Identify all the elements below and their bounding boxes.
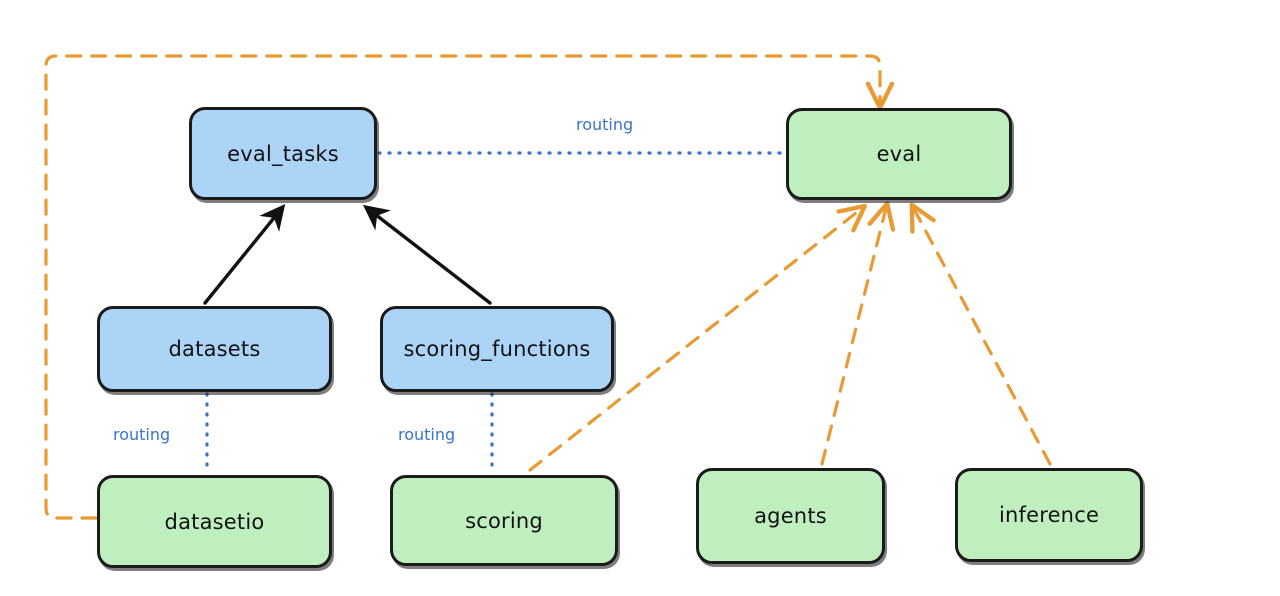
node-eval-label: eval: [876, 142, 922, 166]
node-inference-label: inference: [998, 503, 1100, 527]
node-datasetio-label: datasetio: [164, 509, 265, 534]
edge-label-routing-eval-tasks: routing: [576, 115, 634, 134]
edge-eval-to-datasetio: [44, 54, 895, 520]
edge-scoring-to-eval: [528, 203, 867, 472]
node-scoring-functions[interactable]: scoring_functions: [380, 306, 614, 392]
node-eval-tasks-label: eval_tasks: [227, 141, 339, 166]
node-scoring-label: scoring: [465, 508, 543, 533]
edge-datasets-to-eval-tasks: [203, 204, 286, 305]
node-eval-tasks[interactable]: eval_tasks: [189, 107, 377, 200]
node-inference[interactable]: inference: [955, 468, 1143, 562]
edge-scoring-functions-to-eval-tasks: [362, 204, 492, 305]
edge-agents-to-eval: [820, 201, 896, 466]
node-scoring-functions-label: scoring_functions: [403, 337, 591, 361]
node-eval[interactable]: eval: [786, 108, 1012, 200]
node-datasets[interactable]: datasets: [97, 306, 332, 392]
edge-label-routing-datasets: routing: [113, 425, 171, 444]
node-scoring[interactable]: scoring: [390, 475, 618, 566]
node-datasetio[interactable]: datasetio: [97, 475, 332, 568]
edge-label-routing-scoring-functions: routing: [398, 425, 456, 444]
node-agents-label: agents: [754, 504, 827, 528]
node-agents[interactable]: agents: [696, 468, 885, 564]
node-datasets-label: datasets: [168, 337, 261, 361]
edge-inference-to-eval: [909, 202, 1052, 466]
